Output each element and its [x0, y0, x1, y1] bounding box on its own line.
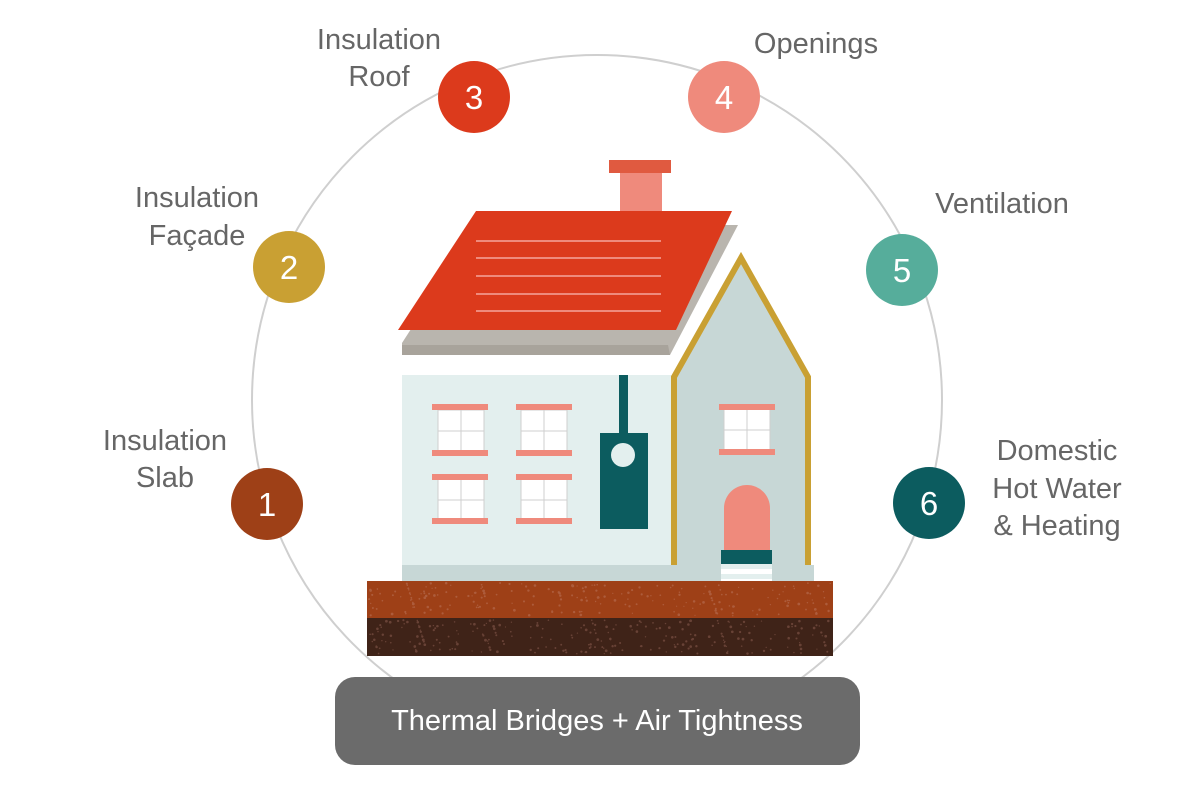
step-badge [866, 234, 938, 306]
window [432, 474, 488, 524]
chimney-cap [609, 160, 671, 173]
step-label: Ventilation [935, 188, 1069, 220]
step-openings: 4 Openings [688, 28, 878, 133]
banner-label: Thermal Bridges + Air Tightness [391, 705, 803, 737]
step-insulation-roof: 3 Insulation Roof [317, 24, 510, 133]
flue-pipe [619, 375, 628, 435]
step-label: Openings [754, 28, 878, 60]
soil-texture [369, 619, 830, 655]
soil-texture [368, 581, 831, 617]
step-label: & Heating [993, 510, 1120, 542]
plinth [772, 565, 814, 581]
step-ventilation: 5 Ventilation [866, 188, 1069, 306]
step-badge [688, 61, 760, 133]
boiler-gauge [611, 443, 635, 467]
step-number: 4 [715, 79, 733, 116]
window [719, 404, 775, 455]
step-number: 1 [258, 486, 276, 523]
step-badge [438, 61, 510, 133]
ground-deep-layer [367, 618, 833, 656]
step-badge [893, 467, 965, 539]
thermal-bridges-banner: Thermal Bridges + Air Tightness [335, 677, 860, 765]
gable-trim [671, 251, 811, 565]
window [516, 474, 572, 524]
step-label: Domestic [997, 435, 1118, 467]
step-insulation-facade: 2 Insulation Façade [135, 182, 325, 303]
house-illustration [367, 160, 833, 656]
step-label: Façade [149, 220, 246, 252]
step-label: Roof [348, 61, 410, 93]
window [516, 404, 572, 456]
plinth [402, 565, 721, 581]
step-number: 2 [280, 249, 298, 286]
roof [398, 211, 732, 330]
step-number: 5 [893, 252, 911, 289]
step-label: Insulation [317, 24, 441, 56]
door-steps [721, 564, 772, 579]
roof-stripes [476, 240, 661, 312]
step-number: 3 [465, 79, 483, 116]
banner-background [335, 677, 860, 765]
windows [432, 404, 775, 524]
step-label: Slab [136, 462, 194, 494]
ground-soil-layer [367, 581, 833, 618]
step-domestic-hot-water-heating: 6 Domestic Hot Water & Heating [893, 435, 1122, 542]
step-insulation-slab: 1 Insulation Slab [103, 425, 303, 540]
step-label: Insulation [135, 182, 259, 214]
step-label: Insulation [103, 425, 227, 457]
step-number: 6 [920, 485, 938, 522]
step-badge [231, 468, 303, 540]
door-mat [721, 550, 772, 564]
window [432, 404, 488, 456]
roof-edge [402, 345, 670, 355]
front-door [724, 485, 770, 552]
step-label: Hot Water [992, 473, 1122, 505]
step-badge [253, 231, 325, 303]
